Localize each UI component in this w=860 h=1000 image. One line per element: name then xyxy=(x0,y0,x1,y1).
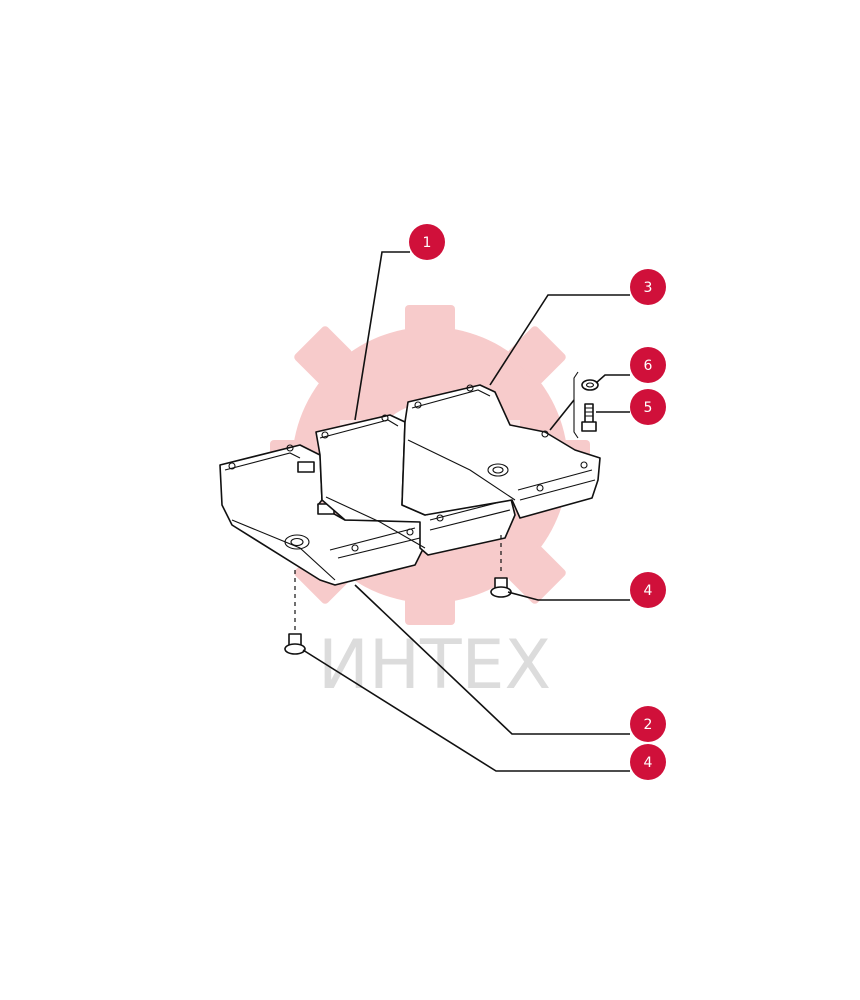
bolt-part-5-icon xyxy=(581,403,597,432)
foot-part-4-right-icon xyxy=(490,577,512,598)
callout-6: 6 xyxy=(630,347,666,383)
svg-text:6: 6 xyxy=(644,358,653,374)
svg-text:2: 2 xyxy=(644,717,653,733)
svg-text:5: 5 xyxy=(644,400,653,416)
svg-text:1: 1 xyxy=(423,235,432,251)
leader-lines xyxy=(302,251,630,772)
svg-text:4: 4 xyxy=(644,583,653,599)
callout-2: 2 xyxy=(630,706,666,742)
watermark-text: ИНТЕХ xyxy=(318,626,551,705)
washer-part-6-icon xyxy=(581,379,599,391)
callout-4-right: 4 xyxy=(630,572,666,608)
callout-4-left: 4 xyxy=(630,744,666,780)
svg-text:3: 3 xyxy=(644,280,653,296)
svg-text:4: 4 xyxy=(644,755,653,771)
bracket-marker xyxy=(573,371,579,439)
foot-part-4-left-icon xyxy=(284,633,306,655)
callout-5: 5 xyxy=(630,389,666,425)
tray-right-cradle xyxy=(401,384,601,519)
callout-3: 3 xyxy=(630,269,666,305)
callout-1: 1 xyxy=(409,224,445,260)
